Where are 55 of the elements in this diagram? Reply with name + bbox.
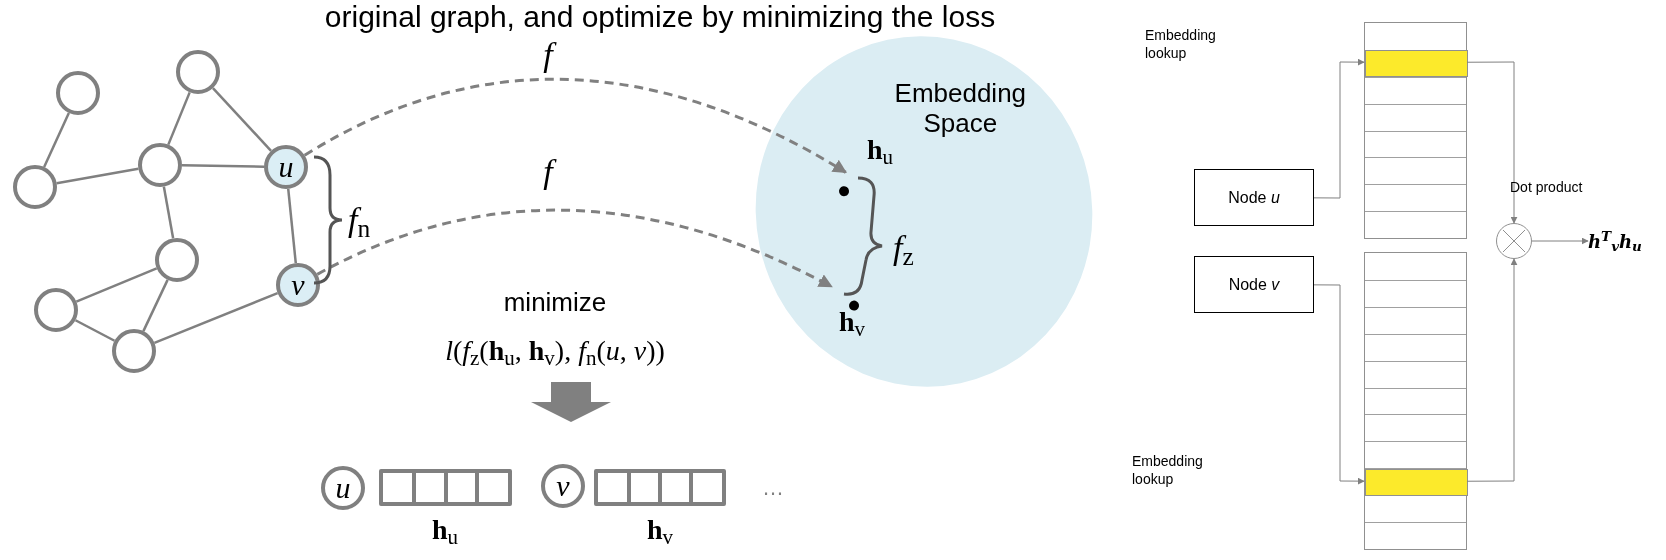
graph-node: v	[276, 263, 320, 307]
graph-edge	[181, 164, 265, 168]
arrow	[1531, 237, 1589, 245]
embedding-table	[1364, 252, 1467, 550]
arrow	[1466, 61, 1518, 224]
graph-edge	[153, 292, 279, 344]
graph-node: v	[541, 464, 585, 508]
graph-node	[155, 238, 199, 282]
loss-formula: l(f$_{z}$(h$_{u}$, h$_{v}$), f$_{n}$(u, v))	[444, 334, 666, 368]
vector-label: h$_{v}$	[645, 515, 675, 545]
embedding-point	[838, 185, 850, 198]
graph-node	[56, 71, 100, 115]
graph-node	[138, 143, 182, 187]
embedding-point	[848, 299, 860, 312]
arrow	[303, 77, 847, 174]
node-box: Node v	[1194, 256, 1314, 313]
graph-edge	[162, 186, 175, 239]
graph-node: u	[264, 145, 308, 189]
embedding-vector	[379, 469, 512, 506]
highlighted-row	[1365, 469, 1468, 496]
math-label: f$_{z}$	[893, 228, 915, 268]
operation-label: Dot product	[1510, 178, 1584, 196]
graph-edge	[167, 91, 191, 146]
lookup-label: Embedding lookup	[1145, 26, 1217, 62]
graph-node	[13, 165, 57, 209]
highlighted-row	[1365, 50, 1468, 77]
region-label: Embedding Space	[893, 78, 1028, 139]
vector-label: h$_{u}$	[430, 515, 460, 545]
embedding-table	[1364, 22, 1467, 239]
embedding-vector	[594, 469, 726, 506]
ellipsis: …	[761, 476, 785, 500]
math-label: f$_{n}$	[348, 200, 372, 240]
graph-edge	[287, 188, 297, 264]
graph-edge	[74, 319, 116, 342]
caption-text: minimize	[502, 286, 608, 318]
arrow	[316, 208, 833, 288]
vector-label: h$_{u}$	[865, 135, 895, 165]
graph-node	[112, 329, 156, 373]
arrow	[1466, 258, 1518, 482]
multiply-symbol	[1496, 223, 1532, 259]
arrow	[1313, 58, 1365, 199]
arrow	[1313, 284, 1365, 485]
graph-edge	[75, 267, 158, 303]
vector-label: h$_{v}$	[837, 307, 867, 337]
graph-node	[176, 50, 220, 94]
lookup-label: Embedding lookup	[1132, 452, 1204, 488]
graph-edge	[56, 167, 139, 185]
graph-edge	[212, 87, 272, 152]
node-box: Node u	[1194, 169, 1314, 226]
graph-node: u	[321, 466, 365, 510]
graph-node	[34, 288, 78, 332]
graph-edge	[43, 112, 70, 168]
graph-edge	[142, 279, 169, 332]
heading: original graph, and optimize by minimizing the loss	[323, 0, 997, 34]
output-expression: h$^{T}$$_{v}$h$_{u}$	[1588, 224, 1666, 258]
